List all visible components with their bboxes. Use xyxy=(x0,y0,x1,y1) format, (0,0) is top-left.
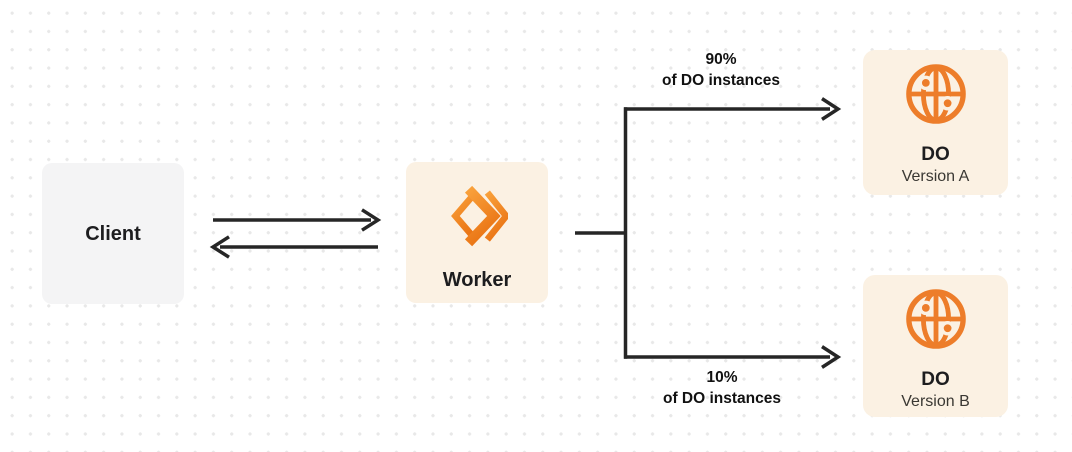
durable-object-globe-icon xyxy=(905,63,967,130)
durable-object-globe-icon xyxy=(905,288,967,355)
arrow-route-a xyxy=(624,97,842,121)
do-version-a-node: DO Version A xyxy=(863,50,1008,195)
do-version-b-title: DO xyxy=(921,369,950,390)
route-b-label-text: of DO instances xyxy=(663,390,781,407)
client-label: Client xyxy=(85,222,141,245)
route-a-label-text: of DO instances xyxy=(662,72,780,89)
do-version-a-title: DO xyxy=(921,144,950,165)
worker-node: Worker xyxy=(406,162,548,303)
route-b-label-percent: 10% xyxy=(706,369,738,386)
arrow-worker-to-client xyxy=(209,235,378,259)
route-b-label: 10% of DO instances xyxy=(587,367,857,409)
do-version-a-subtitle: Version A xyxy=(901,168,970,185)
branch-connector xyxy=(575,107,628,359)
cloudflare-workers-icon xyxy=(446,185,511,253)
arrow-client-to-worker xyxy=(213,208,382,232)
worker-label: Worker xyxy=(442,269,512,291)
client-node: Client xyxy=(42,163,184,304)
do-version-b-subtitle: Version B xyxy=(901,393,970,410)
route-a-label-percent: 90% xyxy=(705,51,737,68)
arrow-route-b xyxy=(624,345,842,369)
do-version-b-node: DO Version B xyxy=(863,275,1008,417)
route-a-label: 90% of DO instances xyxy=(586,49,856,91)
